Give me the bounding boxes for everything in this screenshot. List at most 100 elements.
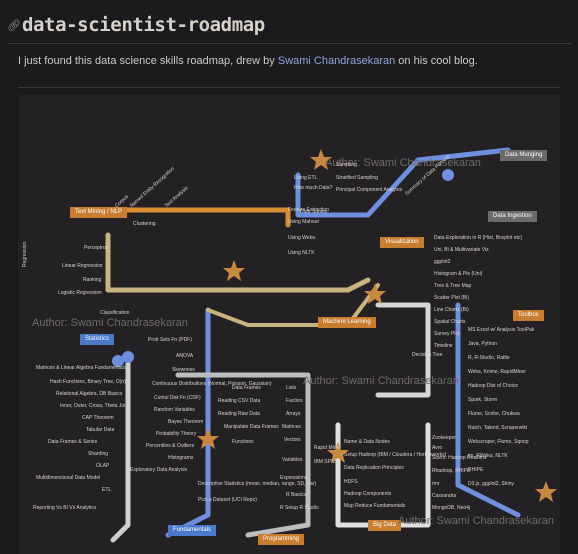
station: Reading Raw Data: [218, 411, 260, 417]
regression-label: Regression: [22, 241, 28, 267]
heading-divider: [7, 43, 571, 44]
station: Factors: [286, 398, 303, 404]
station: Prob Sets Fn (PDF): [148, 337, 192, 343]
station-stars: [197, 149, 557, 502]
station: Vectors: [284, 437, 301, 443]
station: Skewness: [172, 367, 195, 373]
station: Histogram & Pie (Uni): [434, 271, 483, 277]
chip-ml: Machine Learning: [318, 317, 376, 328]
station: Logistic Regression: [58, 290, 102, 296]
chip-data-munging: Data Munging: [500, 150, 548, 161]
station: Nutch, Talend, Scraperwiki: [468, 425, 528, 431]
station: Principal Component Analysis: [336, 187, 403, 193]
chip-ingestion: Data Ingestion: [488, 211, 537, 222]
connector-line: [206, 283, 380, 327]
chip-nlp: Text Mining / NLP: [70, 207, 128, 218]
station: Tabular Data: [86, 427, 115, 433]
station: Reading CSV Data: [218, 398, 261, 404]
watermark: Author: Swami Chandrasekaran: [303, 375, 459, 387]
station: Linear Regression: [62, 263, 103, 269]
fundamentals-line: [110, 357, 131, 543]
station: Pick a Dataset (UCI Repo): [198, 497, 257, 503]
author-link[interactable]: Swami Chandrasekaran: [277, 55, 396, 67]
station: Using Mahout: [288, 219, 319, 225]
station: Decision Tree: [412, 352, 443, 358]
station: Arrays: [286, 411, 301, 417]
station: Relational Algebra, DB Basics: [56, 391, 123, 397]
station: Probability Theory: [156, 431, 197, 437]
station: Continuous Distributions (Normal, Poisso…: [152, 381, 272, 387]
station: Uni, Bi & Multivariate Viz: [434, 247, 489, 253]
station: Java, Python: [468, 341, 497, 347]
station: CAP Theorem: [82, 415, 114, 421]
station: Sharding: [88, 451, 109, 457]
station: Data Survey: [300, 209, 328, 215]
viz-line: [375, 302, 431, 398]
station: Reporting Vs BI Vs Analytics: [33, 505, 97, 511]
chip-toolbox: Toolbox: [513, 310, 544, 321]
station: rmr: [432, 481, 440, 487]
station: Using Weka: [288, 235, 315, 241]
station: Rapid Miner: [314, 445, 341, 451]
ml-line: [105, 232, 371, 293]
station: D3.js, ggplot2, Shiny: [468, 481, 514, 487]
station: Hadoop Components: [344, 491, 392, 497]
toolbox-line: [455, 302, 521, 518]
chip-visualization: Visualization: [380, 237, 424, 248]
station: Data Frames & Series: [48, 439, 98, 445]
station: Storm: Hadoop Realtime: [432, 455, 487, 461]
station: MS Excel w/ Analysis ToolPak: [468, 327, 535, 333]
roadmap-image: Data Munging Text Mining / NLP Data Inge…: [18, 95, 560, 554]
station: Line Charts (Bi): [434, 307, 469, 313]
station: IBM SPSS: [314, 459, 338, 465]
station: Webscraper, Flume, Sqoop: [468, 439, 529, 445]
station: Setup Hadoop (IBM / Cloudera / Hortonwor…: [344, 452, 447, 458]
programming-line: [175, 372, 311, 538]
station: Rhadoop, RHIPE: [432, 468, 471, 474]
station: Ranking: [83, 277, 102, 283]
station: Zookeeper: [432, 435, 456, 441]
station: Spark, Storm: [468, 397, 498, 403]
chip-fundamentals: Fundamentals: [168, 525, 217, 536]
station: Stratified Sampling: [336, 175, 378, 181]
chip-big-data: Big Data: [368, 520, 402, 531]
station: Sampling: [336, 162, 357, 168]
station: Survey Plot: [434, 331, 460, 337]
station: Matrices: [282, 424, 301, 430]
station: Using NLTK: [288, 250, 315, 256]
station: ggplot2: [434, 259, 451, 265]
station: Name & Data Nodes: [344, 439, 390, 445]
station: tm, RWeka, NLTK: [468, 453, 508, 459]
station: Histograms: [168, 455, 194, 461]
station: Percentiles & Outliers: [146, 443, 195, 449]
nlp-line: [115, 207, 291, 228]
munging-line: [295, 147, 511, 218]
station: Perceptron: [84, 245, 109, 251]
station: Lists: [286, 385, 297, 391]
chip-statistics: Statistics: [80, 334, 115, 345]
station: Scatter Plot (Bi): [434, 295, 470, 301]
station: Feature Extraction: [288, 207, 329, 213]
station: Using ETL: [294, 175, 318, 181]
station: Tree & Tree Map: [434, 283, 472, 289]
station: Cassandra: [432, 493, 457, 499]
station: Descriptive Statistics (mean, median, ra…: [198, 481, 317, 487]
station: Spatial Charts: [434, 319, 466, 325]
content-divider: [18, 87, 560, 88]
station: Multidimensional Data Model: [36, 475, 101, 481]
terminal-dots: [112, 169, 454, 367]
station: Exploratory Data Analysis: [130, 467, 187, 473]
link-icon[interactable]: 🔗︎: [7, 18, 21, 32]
station: Data Replication Principles: [344, 465, 404, 471]
station: Classification: [100, 310, 130, 316]
station: How much Data?: [294, 185, 333, 191]
intro-prefix: I just found this data science skills ro…: [18, 55, 278, 67]
station: Clustering: [133, 221, 156, 227]
page-title: data-scientist-roadmap: [21, 14, 265, 36]
station: OLAP: [96, 463, 110, 469]
station: ANOVA: [176, 353, 194, 359]
watermark: Author: Swami Chandrasekaran: [325, 157, 481, 169]
station: Manipulate Data Frames: [224, 424, 279, 430]
station: Timeline: [434, 343, 453, 349]
station: R Basics: [286, 492, 306, 498]
